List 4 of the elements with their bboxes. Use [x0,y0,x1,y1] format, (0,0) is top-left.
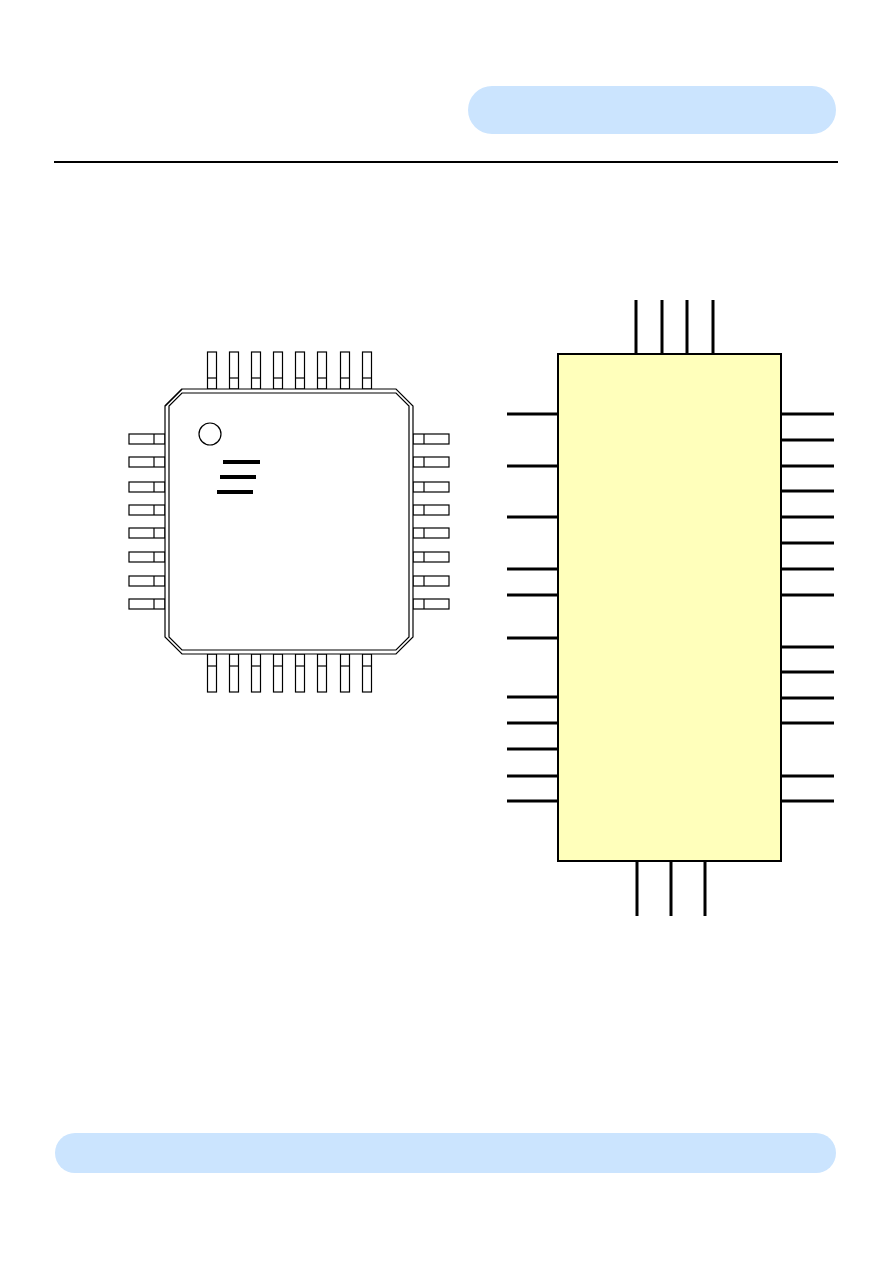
schematic-symbol-box [557,353,782,862]
banner-bar [468,86,836,134]
qfp-package-drawing [128,351,450,693]
banner-bar [55,1133,836,1173]
